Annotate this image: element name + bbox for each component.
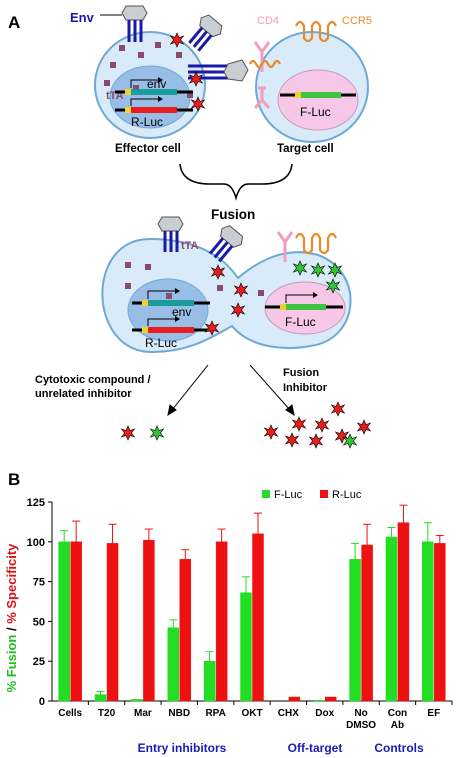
x-tick-label: No	[354, 708, 367, 719]
inhibitor-result-stars	[264, 401, 371, 449]
x-tick-label: T20	[98, 708, 116, 719]
env-gene-construct	[115, 77, 193, 95]
fused-cd4-ccr5	[276, 231, 337, 262]
env-trimer-1	[121, 5, 148, 42]
x-tick-label: RPA	[205, 708, 225, 719]
x-tick-label: EF	[427, 708, 440, 719]
bar-r-luc-dox	[324, 696, 337, 702]
bar-r-luc-mar	[143, 539, 155, 702]
x-tick-label: OKT	[241, 708, 262, 719]
y-tick-label: 0	[39, 696, 45, 708]
x-tick-label: DMSO	[346, 720, 376, 731]
y-tick-label: 125	[27, 497, 45, 509]
rluc-gene-label: R-Luc	[131, 115, 163, 129]
fused-env-gene	[132, 288, 210, 306]
tta-proteins	[104, 42, 193, 98]
effector-cell-label: Effector cell	[115, 143, 181, 155]
bar-f-luc-mar	[131, 699, 143, 702]
bar-f-luc-ef	[422, 541, 434, 702]
x-tick-label: Dox	[315, 708, 334, 719]
bar-f-luc-nbd	[167, 627, 180, 702]
cytotoxic-label-1: Cytotoxic compound /	[35, 374, 151, 386]
bar-f-luc-t20	[94, 694, 107, 702]
fluc-gene-label: F-Luc	[300, 105, 331, 119]
bar-f-luc-rpa	[203, 660, 216, 702]
legend-swatch-fluc	[262, 490, 270, 498]
chart-axes	[48, 501, 453, 705]
fused-tta-proteins	[125, 262, 264, 299]
x-tick-label: Con	[388, 708, 407, 719]
fused-tta-label: tTA	[181, 240, 199, 252]
x-tick-label: NBD	[168, 708, 190, 719]
fusion-inhibitor-label-2: Inhibitor	[283, 382, 328, 394]
fused-rluc-gene-label: R-Luc	[145, 336, 177, 350]
y-title-specificity: % Specificity	[4, 543, 19, 624]
x-tick-label: CHX	[278, 708, 299, 719]
cd4-label: CD4	[257, 15, 279, 27]
panel-a-diagram: A Env CD4 CCR5 tT	[8, 5, 372, 449]
ccr5-label: CCR5	[342, 15, 372, 27]
fused-rluc-gene	[132, 316, 210, 333]
x-tick-label: Cells	[58, 708, 82, 719]
y-tick-label: 75	[33, 577, 45, 589]
bar-f-luc-cells	[58, 541, 70, 702]
env-gene-label: env	[147, 77, 166, 91]
bar-f-luc-con-ab	[385, 536, 398, 702]
fusion-brace	[179, 163, 293, 201]
chart-bars	[58, 522, 446, 702]
rluc-gene-construct	[115, 96, 193, 113]
fused-env-trimer-2	[208, 225, 244, 263]
legend-label-rluc: R-Luc	[332, 489, 362, 501]
bar-r-luc-ef	[434, 543, 446, 702]
target-nucleus	[277, 69, 359, 131]
x-tick-label: Mar	[134, 708, 152, 719]
y-title-slash: /	[4, 624, 19, 635]
env-label: Env	[70, 10, 95, 25]
group-label-entry: Entry inhibitors	[138, 741, 227, 755]
fusion-inhibitor-label-1: Fusion	[283, 367, 319, 379]
target-cell-label: Target cell	[277, 143, 334, 155]
bar-r-luc-chx	[288, 696, 301, 702]
legend-swatch-rluc	[320, 490, 328, 498]
fused-env-trimer-1	[157, 216, 184, 252]
panel-b-label: B	[8, 470, 20, 489]
fused-fluc-gene	[265, 292, 343, 310]
chart-legend: F-Luc R-Luc	[262, 489, 362, 501]
x-tick-label: Ab	[391, 720, 404, 731]
cytotoxic-label-2: unrelated inhibitor	[35, 388, 132, 400]
bar-f-luc-okt	[240, 592, 252, 702]
group-label-controls: Controls	[374, 741, 424, 755]
panel-a-label: A	[8, 13, 20, 32]
chart-error-bars	[60, 504, 444, 695]
fusion-label: Fusion	[211, 207, 255, 222]
group-label-offtarget: Off-target	[288, 741, 343, 755]
bar-r-luc-con-ab	[397, 522, 410, 702]
bar-r-luc-no-dmso	[361, 544, 373, 702]
bar-r-luc-nbd	[179, 559, 192, 702]
y-tick-label: 100	[27, 537, 45, 549]
bar-r-luc-okt	[252, 533, 264, 702]
bar-f-luc-no-dmso	[349, 559, 361, 702]
y-tick-label: 50	[33, 616, 45, 628]
bar-r-luc-t20	[106, 543, 119, 702]
outcome-arrows	[167, 364, 295, 417]
cytotoxic-result-stars	[121, 425, 164, 441]
fluc-gene-construct	[280, 92, 356, 98]
bar-r-luc-rpa	[215, 541, 228, 702]
legend-label-fluc: F-Luc	[274, 489, 303, 501]
fused-env-gene-label: env	[172, 305, 191, 319]
fused-fluc-gene-label: F-Luc	[285, 315, 316, 329]
y-tick-label: 25	[33, 656, 45, 668]
bar-f-luc-dox	[312, 699, 325, 702]
ccr5-receptor	[249, 20, 337, 69]
y-title-fusion: % Fusion	[4, 635, 19, 693]
env-trimer-2	[188, 14, 223, 52]
bar-r-luc-cells	[70, 541, 82, 702]
y-axis-title: % Fusion / % Specificity	[4, 543, 19, 693]
